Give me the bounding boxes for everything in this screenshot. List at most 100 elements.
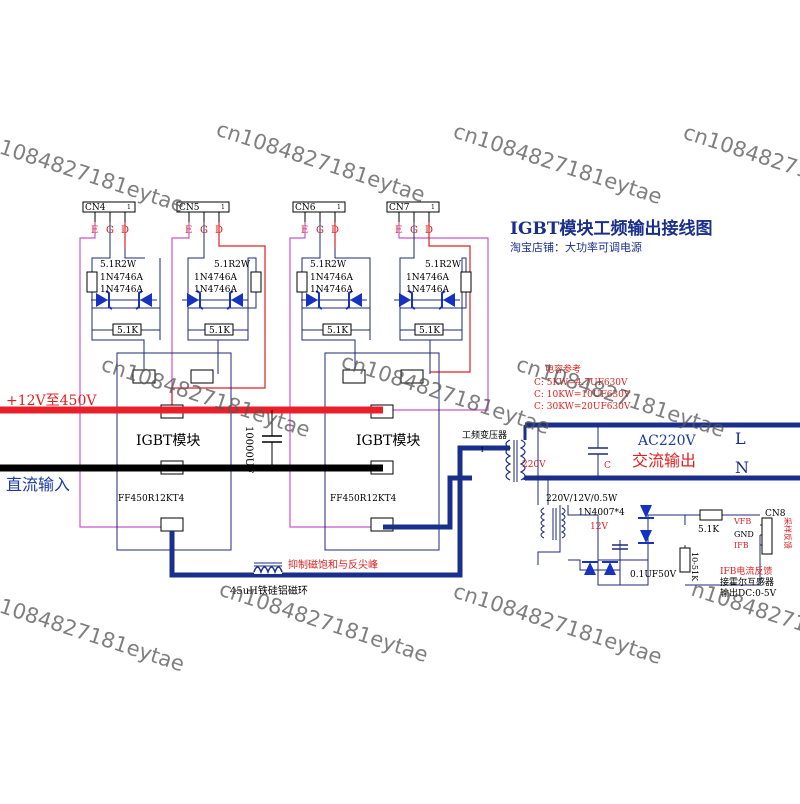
connector-label: CN4	[85, 203, 106, 213]
resistor	[460, 271, 472, 293]
fb-note: 接霍尔互感器	[720, 576, 774, 588]
igbt-label: IGBT模块	[356, 433, 420, 449]
zener-label: 1N4746A	[406, 273, 450, 283]
resistor-5k1	[204, 323, 234, 336]
fb-note: IFB电流反馈	[720, 565, 772, 577]
r-label: 5.1K	[117, 326, 138, 336]
xfmr-voltage: 220V	[522, 460, 546, 470]
driver-wiring	[91, 222, 467, 374]
fb-r1-label: 5.1K	[698, 525, 719, 535]
r-label: 5.1K	[209, 326, 230, 336]
cn8-label: CN8	[765, 509, 786, 519]
pin-vfb: VFB	[733, 517, 751, 526]
dc-voltage-label: +12V至450V	[6, 393, 97, 409]
zener-diodes	[91, 290, 460, 310]
watermark: cn1084827181eytae	[216, 577, 431, 667]
diode	[640, 530, 652, 543]
terminal	[342, 369, 366, 384]
dc-input-label: 直流输入	[6, 475, 70, 494]
zener-label: 1N4746A	[194, 273, 238, 283]
zener-label: 1N4746A	[310, 273, 354, 283]
bus-capacitor: 10000UF	[243, 410, 282, 473]
cap-note-heading: 电容参考	[545, 363, 581, 375]
zener-diode	[226, 290, 243, 310]
connector-cn5: CN5 1 E G D	[176, 201, 230, 236]
resistor-5k1	[322, 323, 352, 336]
fb-cap-label: 0.1UF50V	[630, 570, 677, 580]
inductor-note: 抑制磁饱和与反尖峰	[288, 558, 378, 571]
fb-r2-label: 10-51K	[690, 552, 699, 582]
r-label: 5.1K	[327, 326, 348, 336]
connector-label: CN5	[179, 203, 200, 213]
watermark: cn1084827181eytae	[450, 119, 665, 209]
pin1-label: 1	[337, 204, 341, 211]
connector-body	[82, 201, 136, 213]
cn8-body	[761, 517, 773, 555]
igbt-label: IGBT模块	[136, 433, 200, 449]
v12-label: 12V	[590, 522, 608, 532]
connector-label: CN7	[389, 203, 410, 213]
cap-note-line: C: 10KW=10UF630V	[534, 390, 631, 400]
pulldown-labels: 5.1K 5.1K 5.1K 5.1K	[117, 326, 440, 336]
zener-label: 1N4746A	[310, 285, 354, 295]
cap-label: 10000UF	[243, 426, 254, 473]
inductor: 抑制磁饱和与反尖峰 45uH铁硅铝磁环	[230, 558, 378, 597]
res-label: 5.1R2W	[310, 260, 347, 270]
capacitor-note: 电容参考 C: 5KW=4.7UF630V C: 10KW=10UF630V C…	[534, 363, 631, 412]
xfmr-pin: 1	[480, 446, 484, 454]
res-label: 5.1R2W	[214, 260, 251, 270]
diode	[604, 562, 616, 575]
zener-label: 1N4746A	[194, 285, 238, 295]
terminal	[160, 517, 184, 532]
feedback-capacitor: 0.1UF50V	[612, 544, 677, 580]
terminal	[400, 369, 424, 384]
connector-body	[292, 201, 346, 213]
resistor-5k1	[414, 323, 444, 336]
resistor	[296, 271, 308, 293]
diode	[640, 505, 652, 518]
line-transformer: 工频变压器 1 220V	[462, 425, 546, 482]
zener-label: 1N4746A	[406, 285, 450, 295]
cap-c-label: C	[604, 461, 611, 471]
res-label: 5.1R2W	[100, 260, 137, 270]
pin-ifb: IFB	[734, 541, 749, 550]
driver-labels: 5.1R2W 1N4746A 1N4746A 5.1R2W 1N4746A 1N…	[100, 260, 462, 295]
connector-label: CN6	[295, 203, 316, 213]
inductor-label: 45uH铁硅铝磁环	[230, 584, 308, 597]
watermark: cn1084827181eytae	[450, 579, 665, 669]
output-capacitor: C	[588, 425, 611, 478]
connector-cn4: CN4 1 E G D	[82, 201, 136, 236]
terminal	[190, 369, 214, 384]
zener-diode	[306, 290, 323, 310]
feedback-transformer: 220V/12V/0.5W	[540, 494, 618, 540]
xfmr-label: 工频变压器	[462, 429, 507, 441]
resistor-5k1	[112, 323, 142, 336]
zener-diode	[345, 290, 362, 310]
line-n: N	[735, 458, 749, 477]
fb-xfmr-label: 220V/12V/0.5W	[546, 494, 618, 504]
rectifier-label: 1N4007*4	[578, 508, 625, 518]
resistor	[86, 271, 98, 293]
cap-note-line: C: 30KW=20UF630V	[534, 402, 631, 412]
connector-cn6: CN6 1 E G D	[292, 201, 346, 236]
igbt-part: FF450R12KT4	[118, 494, 185, 504]
zener-diode	[96, 290, 113, 310]
connector-body	[176, 201, 230, 213]
terminal	[132, 369, 156, 384]
zener-diode	[438, 290, 455, 310]
igbt-part: FF450R12KT4	[330, 494, 397, 504]
bridge-rectifier	[582, 505, 654, 575]
pin1-label: 1	[127, 204, 131, 211]
zener-diode	[399, 290, 416, 310]
fb-resistor-2	[679, 547, 691, 573]
line-l: L	[735, 429, 746, 448]
cap-note-line: C: 5KW=4.7UF630V	[534, 378, 628, 388]
zener-label: 1N4746A	[100, 285, 144, 295]
diode	[584, 562, 596, 575]
diagram-title: IGBT模块工频输出接线图	[510, 218, 713, 239]
res-label: 5.1R2W	[425, 260, 462, 270]
fb-resistor	[699, 509, 723, 521]
connector-cn8: CN8 VFB GND IFB 采样反馈	[733, 509, 793, 555]
